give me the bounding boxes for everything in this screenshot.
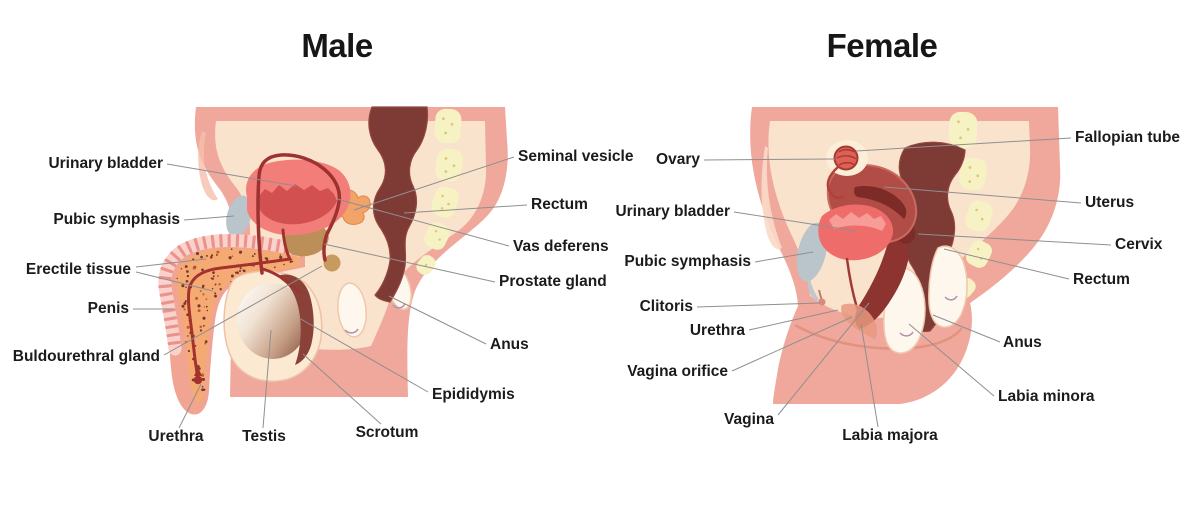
leader-male-vas-deferens [336, 198, 510, 247]
leader-female-labia-majora [860, 323, 879, 428]
leader-male-prostate [323, 243, 496, 283]
male-bulbourethral-shape [323, 254, 341, 272]
leader-male-urethra [178, 383, 202, 429]
leader-male-seminal-vesicle [353, 156, 515, 211]
leader-male-anus [388, 295, 487, 345]
male-front-highlight [198, 131, 218, 201]
male-bladder-interior [259, 184, 337, 225]
female-fallopian-tube-shape [826, 165, 845, 200]
leader-female-clitoris [696, 302, 821, 308]
label-male-penis: Penis [87, 300, 129, 317]
label-male-urinary-bladder: Urinary bladder [48, 155, 163, 172]
female-figure [750, 107, 1061, 404]
leader-female-ovary [703, 158, 836, 161]
label-male-testis: Testis [242, 428, 286, 445]
label-male-epididymis: Epididymis [432, 386, 515, 403]
label-female-uterus: Uterus [1085, 194, 1135, 211]
female-bladder-texture [829, 212, 886, 231]
male-corpus-ribs [158, 233, 297, 346]
male-perineum-shapes [337, 265, 412, 338]
label-female-urinary-bladder: Urinary bladder [615, 203, 730, 220]
label-female-urethra: Urethra [689, 322, 745, 339]
female-panel-title: Female [826, 27, 938, 64]
label-male-urethra: Urethra [148, 428, 204, 445]
label-female-labia-minora: Labia minora [998, 388, 1095, 405]
label-male-seminal-vesicle: Seminal vesicle [518, 148, 634, 165]
label-male-rectum: Rectum [531, 196, 588, 213]
label-male-vas-deferens: Vas deferens [513, 238, 609, 255]
leader-lines [133, 137, 1112, 429]
leader-male-erectile-tissue-b [135, 271, 214, 292]
leader-female-labia-minora [908, 323, 995, 397]
female-front-highlight [761, 146, 782, 250]
leader-male-urinary-bladder [166, 163, 297, 187]
leader-male-testis [262, 329, 272, 429]
label-male-anus: Anus [490, 336, 529, 353]
label-male-prostate-gland: Prostate gland [499, 273, 607, 290]
leader-female-pubic-symphasis [754, 251, 814, 263]
male-vas-deferens-shape [256, 153, 342, 294]
leader-male-erectile-tissue-a [135, 258, 207, 268]
leader-male-buldourethral [163, 265, 323, 356]
male-erectile-tissue-shape [176, 248, 300, 404]
label-male-buldourethral-gland: Buldourethral gland [12, 348, 160, 365]
leader-female-cervix [917, 233, 1112, 246]
leader-female-rectum [943, 248, 1070, 280]
female-ovary-shape [826, 140, 868, 176]
male-urethra-shape [187, 228, 293, 385]
label-female-fallopian-tube: Fallopian tube [1075, 129, 1181, 146]
leader-female-vagina-orifice [731, 316, 853, 372]
leader-male-pubic-symphasis [183, 215, 235, 221]
male-figure [158, 106, 508, 415]
female-symphysis-tail [807, 278, 820, 301]
leader-female-urethra [748, 309, 839, 331]
label-male-scrotum: Scrotum [355, 424, 419, 441]
male-epididymis-shape [277, 274, 314, 365]
label-female-rectum: Rectum [1073, 271, 1130, 288]
leader-female-urinary-bladder [733, 211, 857, 232]
label-female-vagina: Vagina [724, 411, 774, 428]
female-vulva-shading [841, 303, 878, 339]
label-female-labia-majora: Labia majora [842, 427, 938, 444]
label-male-pubic-symphasis: Pubic symphasis [53, 211, 180, 228]
female-spine [948, 111, 993, 298]
male-panel-title: Male [301, 27, 373, 64]
male-pubic-symphysis-shape [226, 195, 252, 237]
female-clitoris-shape [818, 289, 826, 306]
label-female-ovary: Ovary [656, 151, 700, 168]
male-rectum-shape [368, 106, 429, 303]
label-male-erectile-tissue: Erectile tissue [25, 261, 131, 278]
label-female-cervix: Cervix [1115, 236, 1163, 253]
leader-female-vagina [777, 302, 870, 416]
leader-female-fallopian-tube [855, 137, 1072, 152]
label-female-anus: Anus [1003, 334, 1042, 351]
label-female-vagina-orifice: Vagina orifice [627, 363, 728, 380]
female-uterine-cavity [854, 185, 907, 219]
leader-male-epididymis [298, 317, 429, 393]
label-female-pubic-symphasis: Pubic symphasis [624, 253, 751, 270]
leader-female-uterus [883, 186, 1082, 204]
leader-male-scrotum [302, 353, 382, 425]
female-urethra-shape [845, 257, 859, 310]
label-female-clitoris: Clitoris [639, 298, 693, 315]
leader-female-anus [932, 314, 1001, 343]
leader-male-rectum [403, 204, 528, 214]
male-testis-shape [236, 283, 308, 359]
